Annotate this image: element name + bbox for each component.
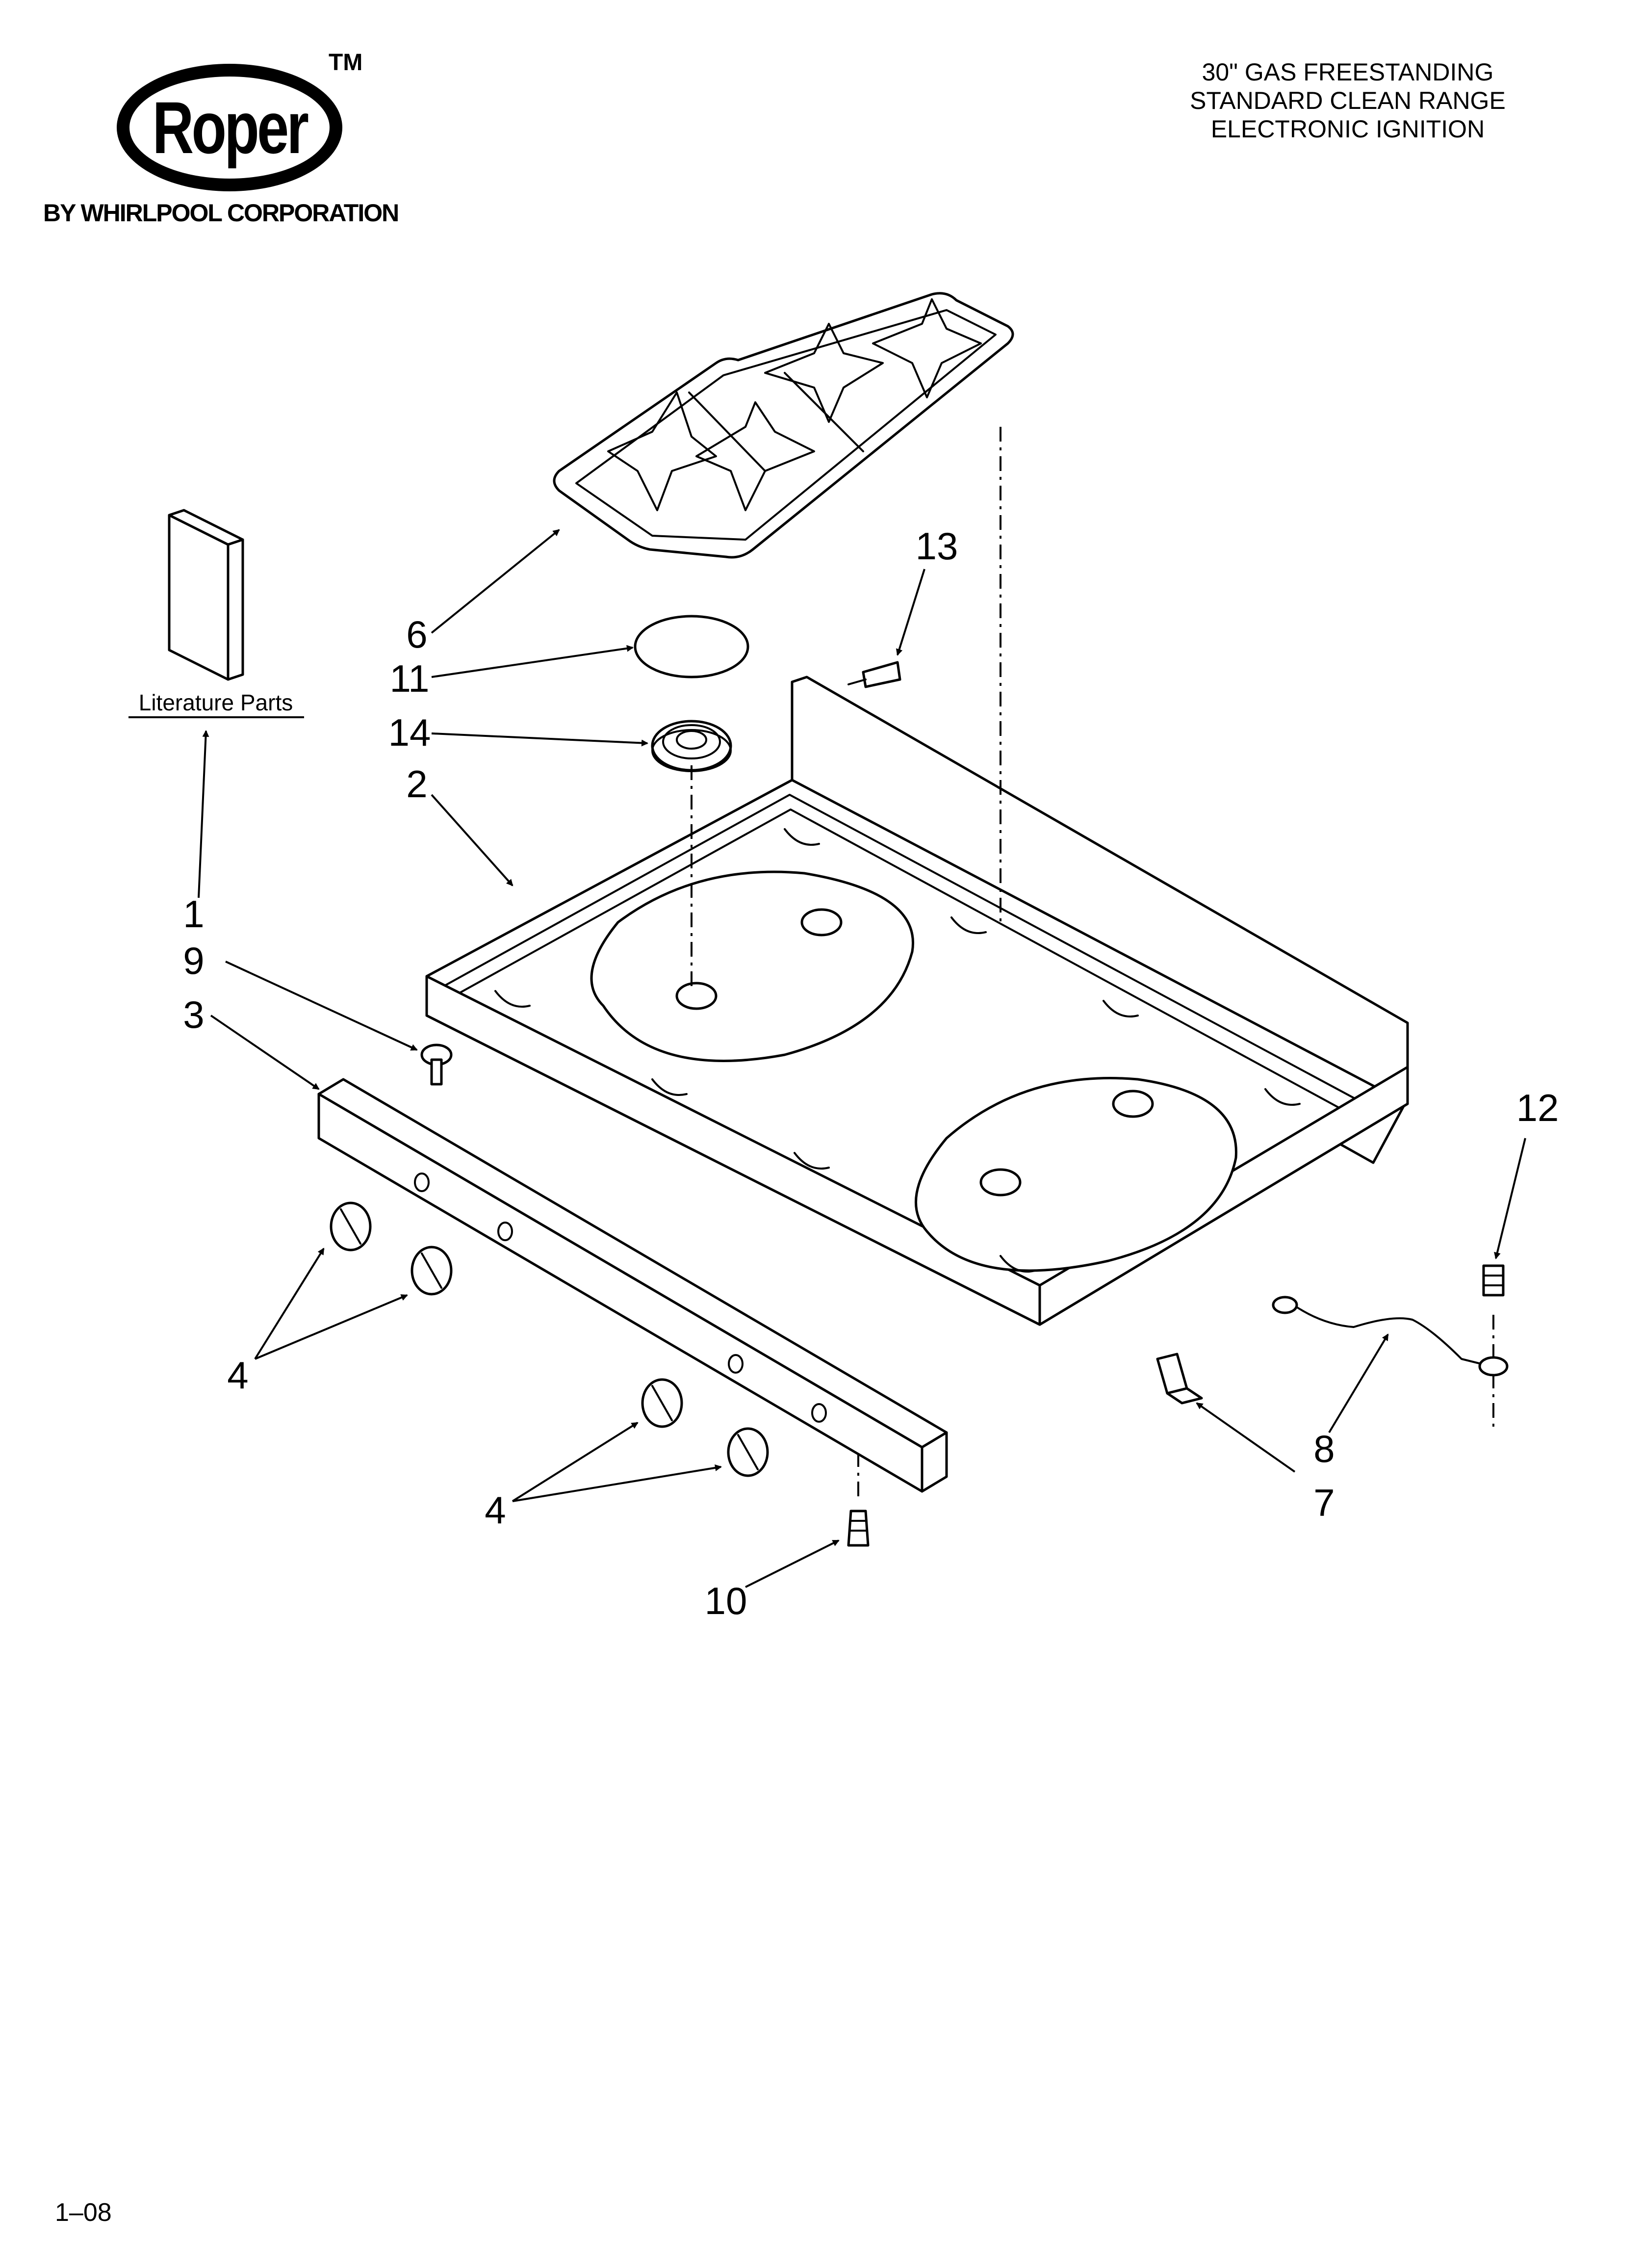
callout-13: 13 [916,524,958,568]
leader-1 [198,730,209,898]
screw-10 [847,1510,870,1547]
callout-8: 8 [1313,1427,1334,1470]
callout-3: 3 [183,993,204,1036]
callout-4b: 4 [485,1488,506,1532]
knob-stem [420,1043,453,1086]
callout-1: 1 [183,892,204,936]
leader-4b-1 [512,1422,639,1502]
clip [1156,1353,1203,1405]
leader-3 [210,1015,320,1090]
burner-cap [634,615,749,678]
roper-logo: Roper TM [113,49,368,196]
callout-14: 14 [388,711,431,754]
burner-grate [553,292,1014,559]
logo-wordmark: Roper [152,86,309,169]
title-line-1: 30" GAS FREESTANDING [1202,58,1494,86]
leader-11 [431,645,634,678]
control-knob [727,1427,769,1477]
callout-6: 6 [406,613,427,656]
literature-parts-label: Literature Parts [139,690,293,715]
burner-base [651,720,732,772]
leader-4a-1 [254,1248,325,1360]
page-code: 1–08 [55,2198,112,2227]
control-knob [641,1378,683,1428]
leader-8 [1328,1333,1389,1434]
leader-13 [896,569,925,656]
callout-4a: 4 [227,1354,248,1397]
leader-6 [431,529,560,634]
leader-9 [225,961,418,1051]
logo-subtitle: BY WHIRLPOOL CORPORATION [43,199,399,227]
manifold-panel [317,1078,948,1493]
control-knob [410,1246,453,1296]
ground-wire [1272,1296,1509,1377]
leader-10 [745,1539,840,1588]
leader-4a-2 [255,1294,408,1360]
callout-11: 11 [390,657,430,700]
leader-2 [431,794,513,886]
callout-7: 7 [1313,1481,1334,1524]
leader-14 [431,732,648,747]
leader-4b-2 [512,1464,722,1502]
document-title: 30" GAS FREESTANDING STANDARD CLEAN RANG… [1127,58,1568,143]
callout-2: 2 [406,762,427,806]
leader-7 [1196,1402,1296,1473]
literature-parts-illustration [168,509,244,681]
screw-13 [847,661,901,688]
screw-12 [1482,1264,1505,1297]
leader-12 [1494,1138,1526,1259]
callout-9: 9 [183,939,204,982]
callout-10: 10 [705,1579,747,1622]
callout-12: 12 [1516,1086,1559,1129]
title-line-3: ELECTRONIC IGNITION [1210,115,1485,143]
trademark-symbol: TM [329,50,363,76]
control-knob [330,1201,372,1251]
cooktop [425,676,1409,1326]
title-line-2: STANDARD CLEAN RANGE [1190,87,1506,114]
